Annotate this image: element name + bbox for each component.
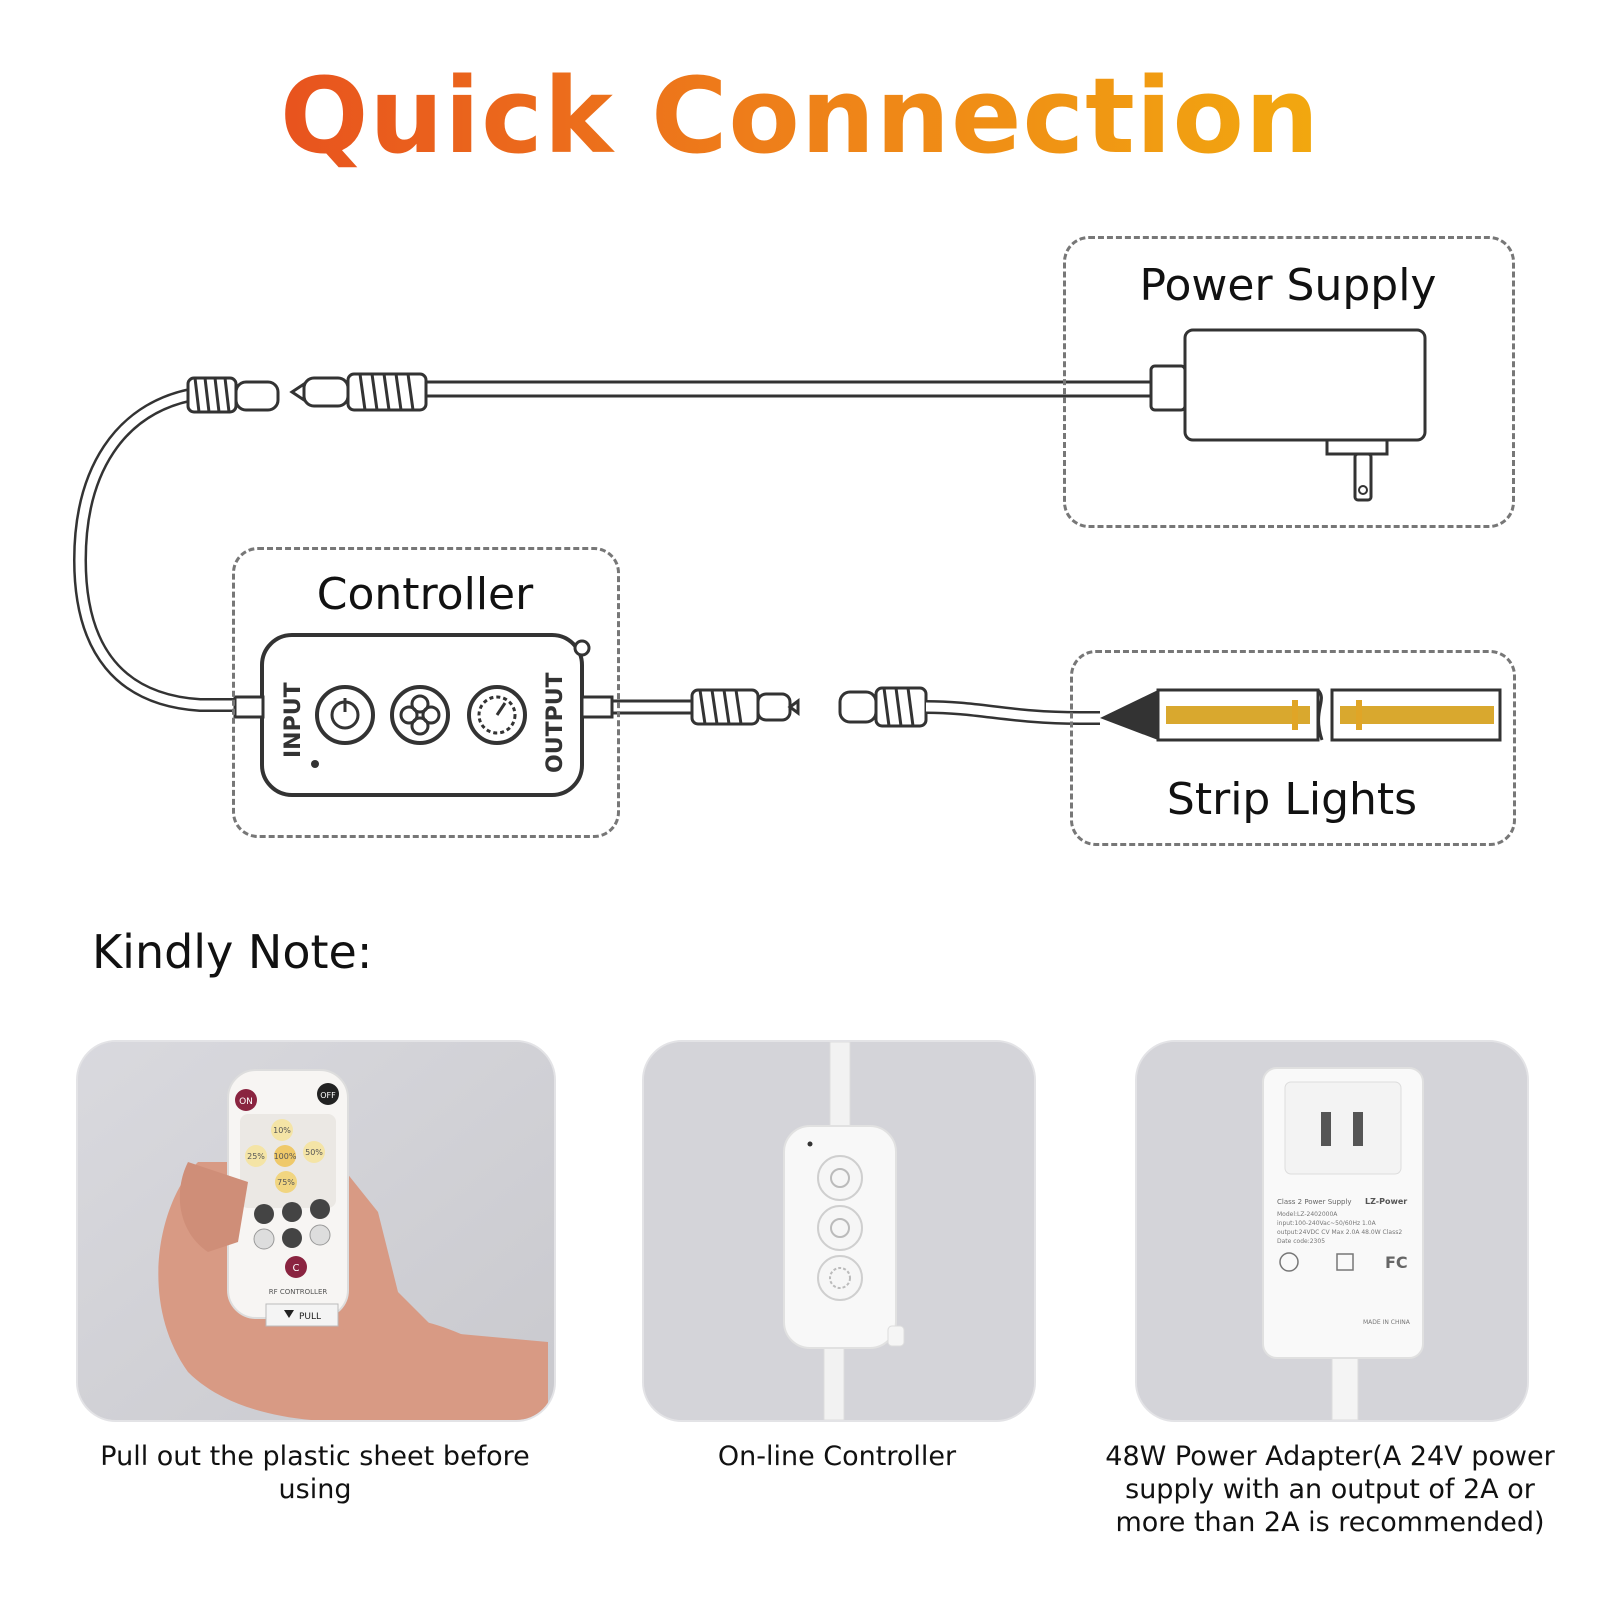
controller-output-text: OUTPUT xyxy=(543,672,568,773)
svg-text:Model:LZ-2402000A: Model:LZ-2402000A xyxy=(1277,1211,1338,1218)
female-connector-strip xyxy=(838,686,928,728)
remote-on-button xyxy=(235,1089,257,1111)
controller-input-text: INPUT xyxy=(281,682,306,758)
svg-text:input:100-240Vac~50/60Hz 1.0A: input:100-240Vac~50/60Hz 1.0A xyxy=(1277,1220,1377,1227)
adapter-brand: LZ-Power xyxy=(1365,1197,1407,1206)
controller-mode-button xyxy=(390,685,450,745)
remote-off-label: OFF xyxy=(320,1091,336,1100)
controller-power-button xyxy=(315,685,375,745)
power-supply-label: Power Supply xyxy=(1139,260,1437,311)
remote-level-100 xyxy=(274,1145,296,1167)
power-supply-box xyxy=(1063,236,1515,528)
remote-level-25 xyxy=(245,1145,267,1167)
strip-lights-label: Strip Lights xyxy=(1166,774,1418,825)
svg-text:C: C xyxy=(293,1263,300,1274)
online-power-button xyxy=(817,1155,863,1201)
adapter-prong-left xyxy=(1321,1112,1331,1146)
svg-text:50%: 50% xyxy=(305,1148,323,1157)
online-dimmer-button xyxy=(817,1255,863,1301)
remote-photo: ON OFF 10% 25% 100% 50% 75% C RF CONTROL… xyxy=(76,1040,556,1422)
female-connector-top xyxy=(186,376,280,414)
remote-level-10 xyxy=(271,1119,293,1141)
remote-brand: RF CONTROLLER xyxy=(269,1288,328,1296)
svg-text:100%: 100% xyxy=(274,1152,297,1161)
adapter-prong-right xyxy=(1353,1112,1363,1146)
page-title: Quick Connection xyxy=(279,55,1320,177)
remote-illustration: ON OFF 10% 25% 100% 50% 75% C RF CONTROL… xyxy=(78,1042,554,1420)
remote-on-label: ON xyxy=(239,1097,253,1107)
remote-pull-label: PULL xyxy=(299,1312,321,1322)
adapter-cert-mark: FC xyxy=(1385,1253,1408,1272)
remote-off-button xyxy=(317,1083,339,1105)
remote-level-75 xyxy=(275,1171,297,1193)
controller-box xyxy=(232,547,620,838)
svg-text:10%: 10% xyxy=(273,1126,291,1135)
controller-hook xyxy=(573,639,591,657)
controller-photo xyxy=(642,1040,1036,1422)
remote-c-button xyxy=(285,1256,307,1278)
controller-label: Controller xyxy=(316,569,534,620)
svg-text:25%: 25% xyxy=(247,1152,265,1161)
adapter-made-in: MADE IN CHINA xyxy=(1363,1319,1411,1326)
male-connector-output xyxy=(690,688,800,726)
strip-end-cap xyxy=(1100,690,1158,740)
male-connector-top xyxy=(289,372,428,412)
note-heading: Kindly Note: xyxy=(92,925,373,979)
power-cable xyxy=(424,380,1153,398)
adapter-label-title: Class 2 Power Supply xyxy=(1277,1198,1352,1206)
caption-remote: Pull out the plastic sheet before using xyxy=(100,1441,530,1505)
strip-led-right xyxy=(1340,706,1494,724)
strip-lights-box xyxy=(1070,650,1516,846)
svg-text:output:24VDC CV Max 2.0A 48.0W: output:24VDC CV Max 2.0A 48.0W Class2 xyxy=(1277,1229,1402,1236)
online-controller-illustration xyxy=(644,1042,1034,1420)
online-mode-button xyxy=(817,1205,863,1251)
adapter-photo: Class 2 Power Supply LZ-Power Model:LZ-2… xyxy=(1135,1040,1529,1422)
caption-online-controller: On-line Controller xyxy=(717,1441,957,1472)
svg-text:75%: 75% xyxy=(277,1178,295,1187)
remote-level-50 xyxy=(303,1141,325,1163)
power-supply-body xyxy=(1183,328,1427,442)
strip-led-left xyxy=(1166,706,1310,724)
wiring-diagram: INPUT OUTPUT xyxy=(72,328,1502,797)
adapter-illustration: Class 2 Power Supply LZ-Power Model:LZ-2… xyxy=(1137,1042,1527,1420)
cable-fill xyxy=(75,390,235,710)
svg-text:Date code:2305: Date code:2305 xyxy=(1277,1238,1325,1245)
controller-input-jack xyxy=(233,695,265,719)
caption-adapter: 48W Power Adapter(A 24V power supply wit… xyxy=(1105,1441,1555,1538)
remote-pull-tab xyxy=(265,1303,339,1327)
